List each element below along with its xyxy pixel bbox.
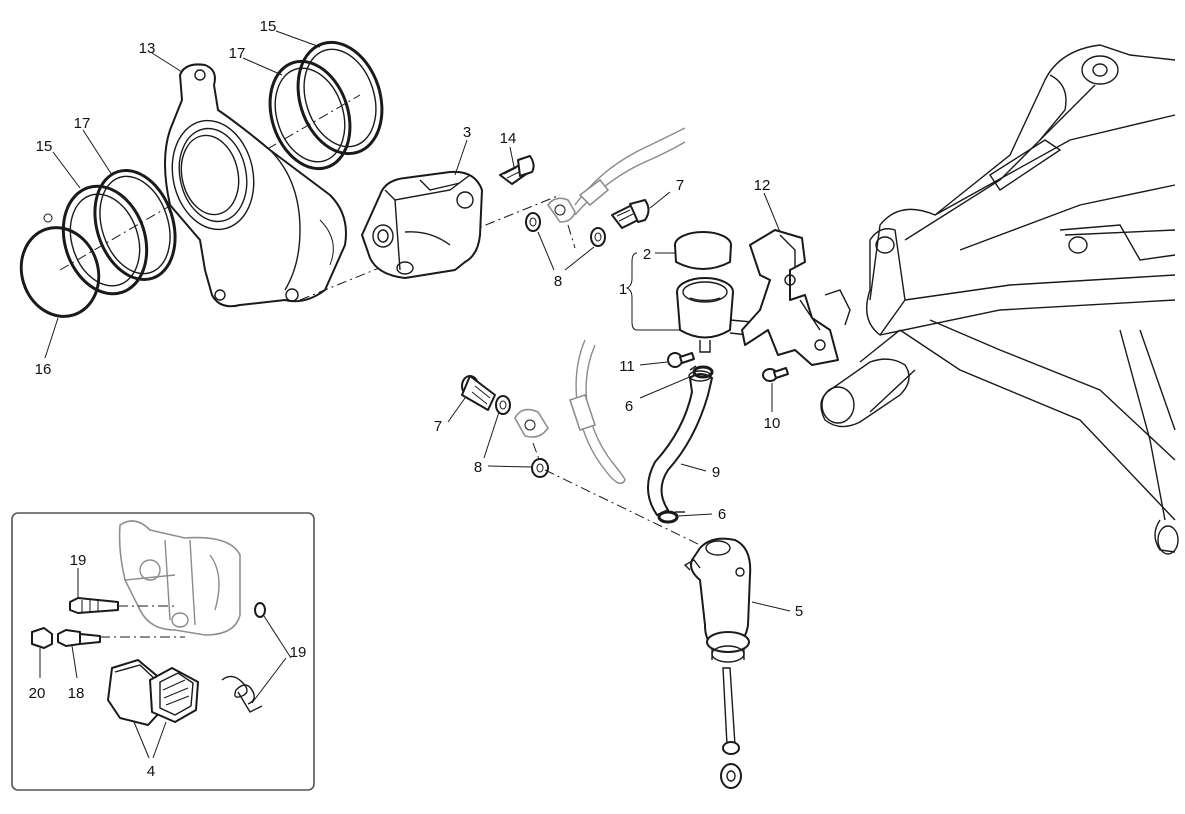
pad-spring-19 — [221, 675, 263, 713]
hose-9 — [647, 370, 713, 516]
clamp-6-upper — [689, 365, 714, 379]
leader-lines — [39, 30, 791, 759]
label-16: 16 — [35, 361, 52, 378]
label-10: 10 — [764, 415, 781, 432]
frame-assembly — [820, 44, 1179, 555]
left-rings — [19, 94, 361, 318]
label-1: 1 — [619, 281, 627, 298]
label-6-lower: 6 — [718, 506, 726, 523]
label-17-left: 17 — [74, 115, 91, 132]
bolt-14 — [499, 155, 535, 185]
label-9: 9 — [712, 464, 720, 481]
washers-8-lower — [495, 395, 549, 478]
label-2: 2 — [643, 246, 651, 263]
label-19-spring: 19 — [290, 644, 307, 661]
label-18: 18 — [68, 685, 85, 702]
reservoir-assembly-1 — [625, 231, 753, 353]
label-8-lower: 8 — [474, 459, 482, 476]
rear-caliper-3 — [299, 170, 561, 301]
label-11: 11 — [619, 358, 635, 375]
banjo-bolt-7-lower — [461, 375, 496, 411]
label-13: 13 — [139, 40, 156, 57]
bleeder-valve-18 — [57, 629, 101, 647]
inset-caliper-detail — [11, 512, 315, 791]
snap-ring-16 — [19, 226, 101, 318]
label-7-lower: 7 — [434, 418, 442, 435]
label-5: 5 — [795, 603, 803, 620]
washers-8-upper — [525, 212, 606, 247]
label-3: 3 — [463, 124, 471, 141]
label-12: 12 — [754, 177, 771, 194]
bleeder-cap-20 — [31, 627, 53, 649]
label-17-upper: 17 — [229, 45, 246, 62]
label-15-left: 15 — [36, 138, 53, 155]
ring-17-upper — [268, 59, 352, 171]
label-6-upper: 6 — [625, 398, 633, 415]
clamp-6-lower — [657, 510, 685, 524]
brake-hose-lower — [514, 339, 626, 484]
ring-17-left — [93, 168, 177, 282]
label-20: 20 — [29, 685, 46, 702]
washer-19 — [254, 602, 266, 618]
reservoir-bracket-12 — [741, 229, 851, 366]
label-14: 14 — [500, 130, 517, 147]
callout-labels: 13 15 17 17 15 16 3 14 7 8 12 2 1 11 6 1… — [29, 18, 804, 780]
label-7-upper: 7 — [676, 177, 684, 194]
ring-15-left — [61, 184, 149, 296]
label-8-upper: 8 — [554, 273, 562, 290]
screw-11 — [667, 352, 695, 368]
label-4: 4 — [147, 763, 155, 780]
label-15-upper: 15 — [260, 18, 277, 35]
label-19-pin: 19 — [70, 552, 87, 569]
upper-rings — [268, 40, 384, 171]
brake-hose-upper — [547, 127, 686, 249]
ring-15-upper — [296, 40, 384, 156]
master-cylinder-5 — [683, 537, 752, 789]
centerline-lower — [544, 469, 701, 546]
banjo-bolt-7-upper — [611, 199, 650, 229]
caliper-bracket-13 — [164, 63, 347, 308]
screw-10 — [762, 367, 789, 382]
brake-pads-4 — [107, 659, 199, 726]
